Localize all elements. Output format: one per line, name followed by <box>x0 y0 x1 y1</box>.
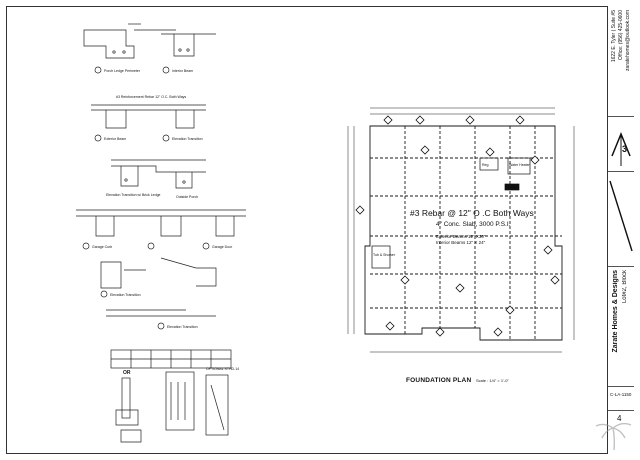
detail-elevation-transition <box>111 159 206 189</box>
tb-logo-cell: 3 <box>608 116 634 172</box>
slab-note: 4" Conc. Slab, 3000 P.S.I. <box>436 221 511 228</box>
detail-label-4: Exterior Beam <box>104 137 126 141</box>
tb-sheet-no: 4 <box>617 414 622 423</box>
interior-beams <box>370 126 562 340</box>
tb-sheet-id-cell: C-LA-1150 <box>608 386 634 411</box>
tb-logo-graphic <box>608 171 634 267</box>
or-label: OR <box>123 370 131 376</box>
dimension-lines <box>347 107 575 353</box>
drawing-sheet <box>6 6 634 454</box>
tb-email: zaratehomes@outlook.com <box>625 10 631 71</box>
detail-porch-ledge <box>83 23 176 74</box>
palm-watermark-icon <box>595 422 632 451</box>
detail-curb <box>100 257 217 330</box>
plan-scale: Scale : 1/4" = 1'-0" <box>476 378 509 383</box>
tb-address: 1622 E. Tyler ( Suite #5 <box>611 10 617 63</box>
plan-perimeter <box>364 125 563 341</box>
room-tub-shower <box>371 245 391 269</box>
plan-marker-box <box>504 183 520 191</box>
detail-anchors <box>115 371 229 443</box>
detail-label-1: Porch Ledge Perimeter <box>104 69 141 73</box>
detail-label-9: Garage Door <box>212 245 233 249</box>
room-tub-shower-label: Tub & Shower <box>373 253 396 257</box>
detail-label-2: Interior Beam <box>172 69 193 73</box>
tb-sheet-no-cell: 4 <box>608 410 634 430</box>
company-logo <box>611 132 631 166</box>
exterior-beams-note: Exterior Beams 12" X30" <box>436 234 486 239</box>
plan-title: FOUNDATION PLAN <box>406 377 472 384</box>
detail-label-6: Elevation Transition w/ Brick Ledge <box>106 193 161 197</box>
detail-label-8: Garage Curb <box>92 245 112 249</box>
tb-address-cell: 1622 E. Tyler ( Suite #5 Office: (956) 4… <box>608 6 634 117</box>
title-block: 1622 E. Tyler ( Suite #5 Office: (956) 4… <box>607 6 634 454</box>
detail-interior-beam <box>161 33 216 74</box>
room-water-heater-label: Water Heater <box>509 163 531 167</box>
detail-label-7: Outside Porch <box>176 195 198 199</box>
tb-company-cell: Zarate Homes & Designs Lot#2, Block <box>608 266 634 387</box>
foundation-details: Porch Ledge Perimeter Interior Beam #3 R… <box>76 23 246 443</box>
rebar-note: #3 Rebar @ 12" O .C Both Ways <box>410 208 534 218</box>
tb-company: Zarate Homes & Designs <box>612 270 619 353</box>
tb-block-mark: 3 <box>622 144 628 154</box>
optional-anchor-label: OPTIONAL STHD-14 <box>206 367 239 371</box>
detail-label-11: Elevation Transition <box>167 325 198 329</box>
tb-phone: Office: (956) 425-0600 <box>618 10 624 60</box>
room-reg-label: Reg. <box>482 163 489 167</box>
interior-beams-note: Interior Beams 12" X 24" <box>436 240 486 245</box>
detail-label-10: Elevation Transition <box>110 293 141 297</box>
room-reg <box>479 157 499 171</box>
dimension-table <box>110 349 232 369</box>
room-water-heater <box>507 157 531 175</box>
foundation-plan: Reg. Water Heater Tub & Shower <box>347 107 575 353</box>
detail-reinforcement <box>91 104 206 142</box>
footing-markers <box>355 115 560 337</box>
tb-sheet-id: C-LA-1150 <box>610 392 632 397</box>
detail-garage <box>76 209 246 250</box>
detail-label-3: #3 Reinforcement Rebar 12" O.C. Both Way… <box>116 95 186 99</box>
detail-label-5: Elevation Transition <box>172 137 203 141</box>
tb-lot: Lot#2, Block <box>622 270 628 304</box>
